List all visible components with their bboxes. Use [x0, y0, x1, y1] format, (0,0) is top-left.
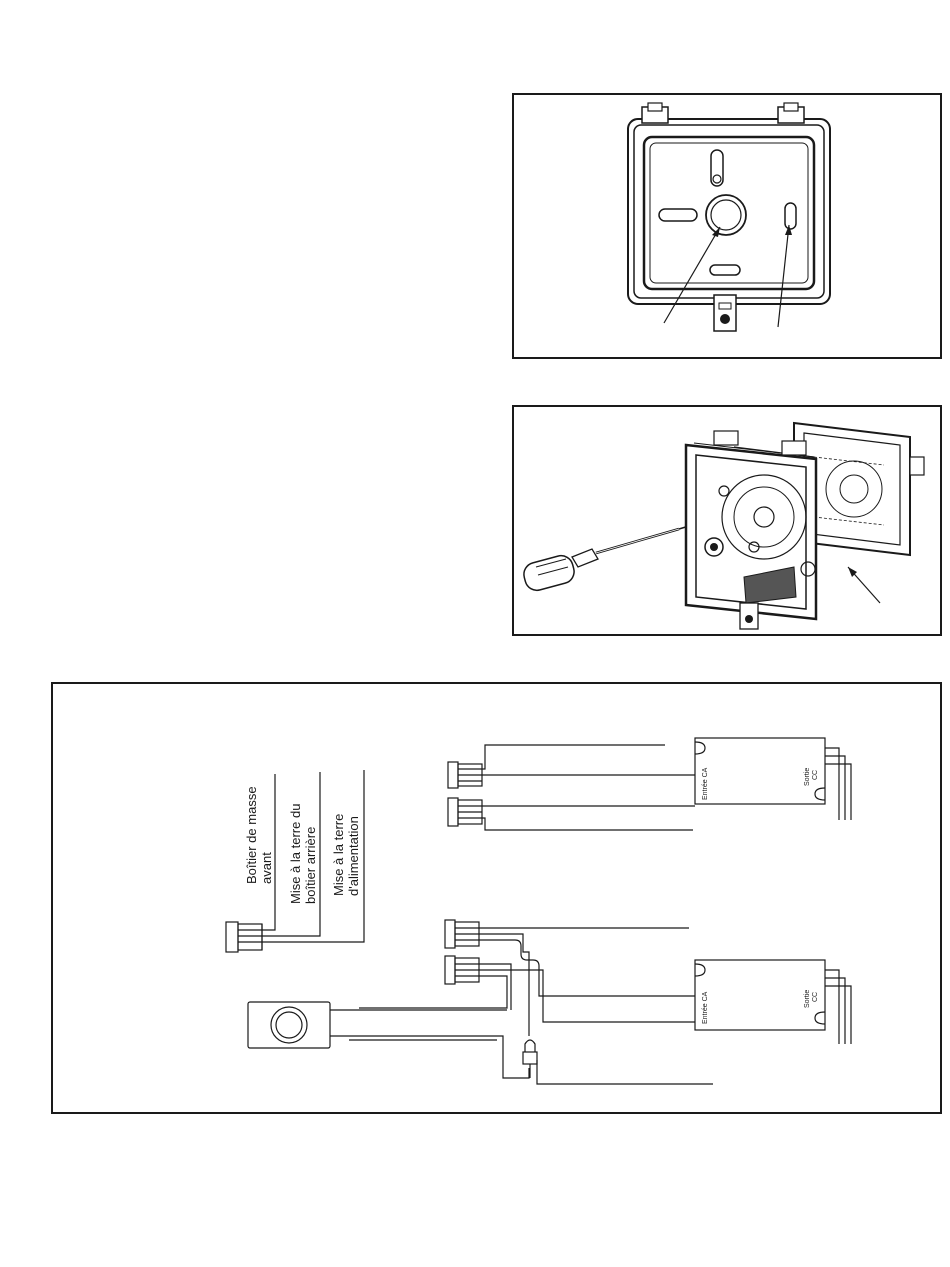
wiring-diagram: Boîtier de masse avant Mise à la terre d…	[53, 684, 940, 1112]
bottom-connector-upper-icon	[445, 920, 479, 948]
box-assembly-panel	[512, 405, 942, 636]
svg-text:Mise à la terre du: Mise à la terre du	[288, 804, 303, 904]
top-connector-upper-icon	[448, 762, 482, 788]
top-connector-lower-icon	[448, 798, 482, 826]
svg-text:Boîtier de masse: Boîtier de masse	[244, 786, 259, 884]
sensor-bulb-icon	[523, 1040, 537, 1078]
svg-text:boîtier arrière: boîtier arrière	[303, 827, 318, 904]
switch-module-icon	[248, 1002, 349, 1048]
ground-label-front-box: Boîtier de masse avant	[244, 786, 274, 884]
top-driver-input-label: Entrée CA	[702, 767, 709, 800]
bottom-driver-output-label: Sortie	[804, 990, 811, 1008]
bottom-connector-lower-icon	[445, 956, 479, 984]
box-assembly-illustration	[514, 407, 940, 634]
box-front-view-panel	[512, 93, 942, 359]
top-driver-output-label: Sortie	[804, 768, 811, 786]
bottom-driver-output-label-2: CC	[812, 992, 819, 1002]
bottom-driver-input-label: Entrée CA	[702, 991, 709, 1024]
top-driver-output-label-2: CC	[812, 770, 819, 780]
ground-connector-icon	[226, 922, 262, 952]
svg-text:d'alimentation: d'alimentation	[346, 816, 361, 896]
box-front-view-illustration	[514, 95, 940, 357]
ground-label-power: Mise à la terre d'alimentation	[331, 814, 361, 896]
svg-text:Mise à la terre: Mise à la terre	[331, 814, 346, 896]
svg-text:avant: avant	[259, 852, 274, 884]
screwdriver-icon	[521, 526, 689, 593]
wiring-diagram-panel: Boîtier de masse avant Mise à la terre d…	[51, 682, 942, 1114]
ground-label-back-box: Mise à la terre du boîtier arrière	[288, 804, 318, 904]
